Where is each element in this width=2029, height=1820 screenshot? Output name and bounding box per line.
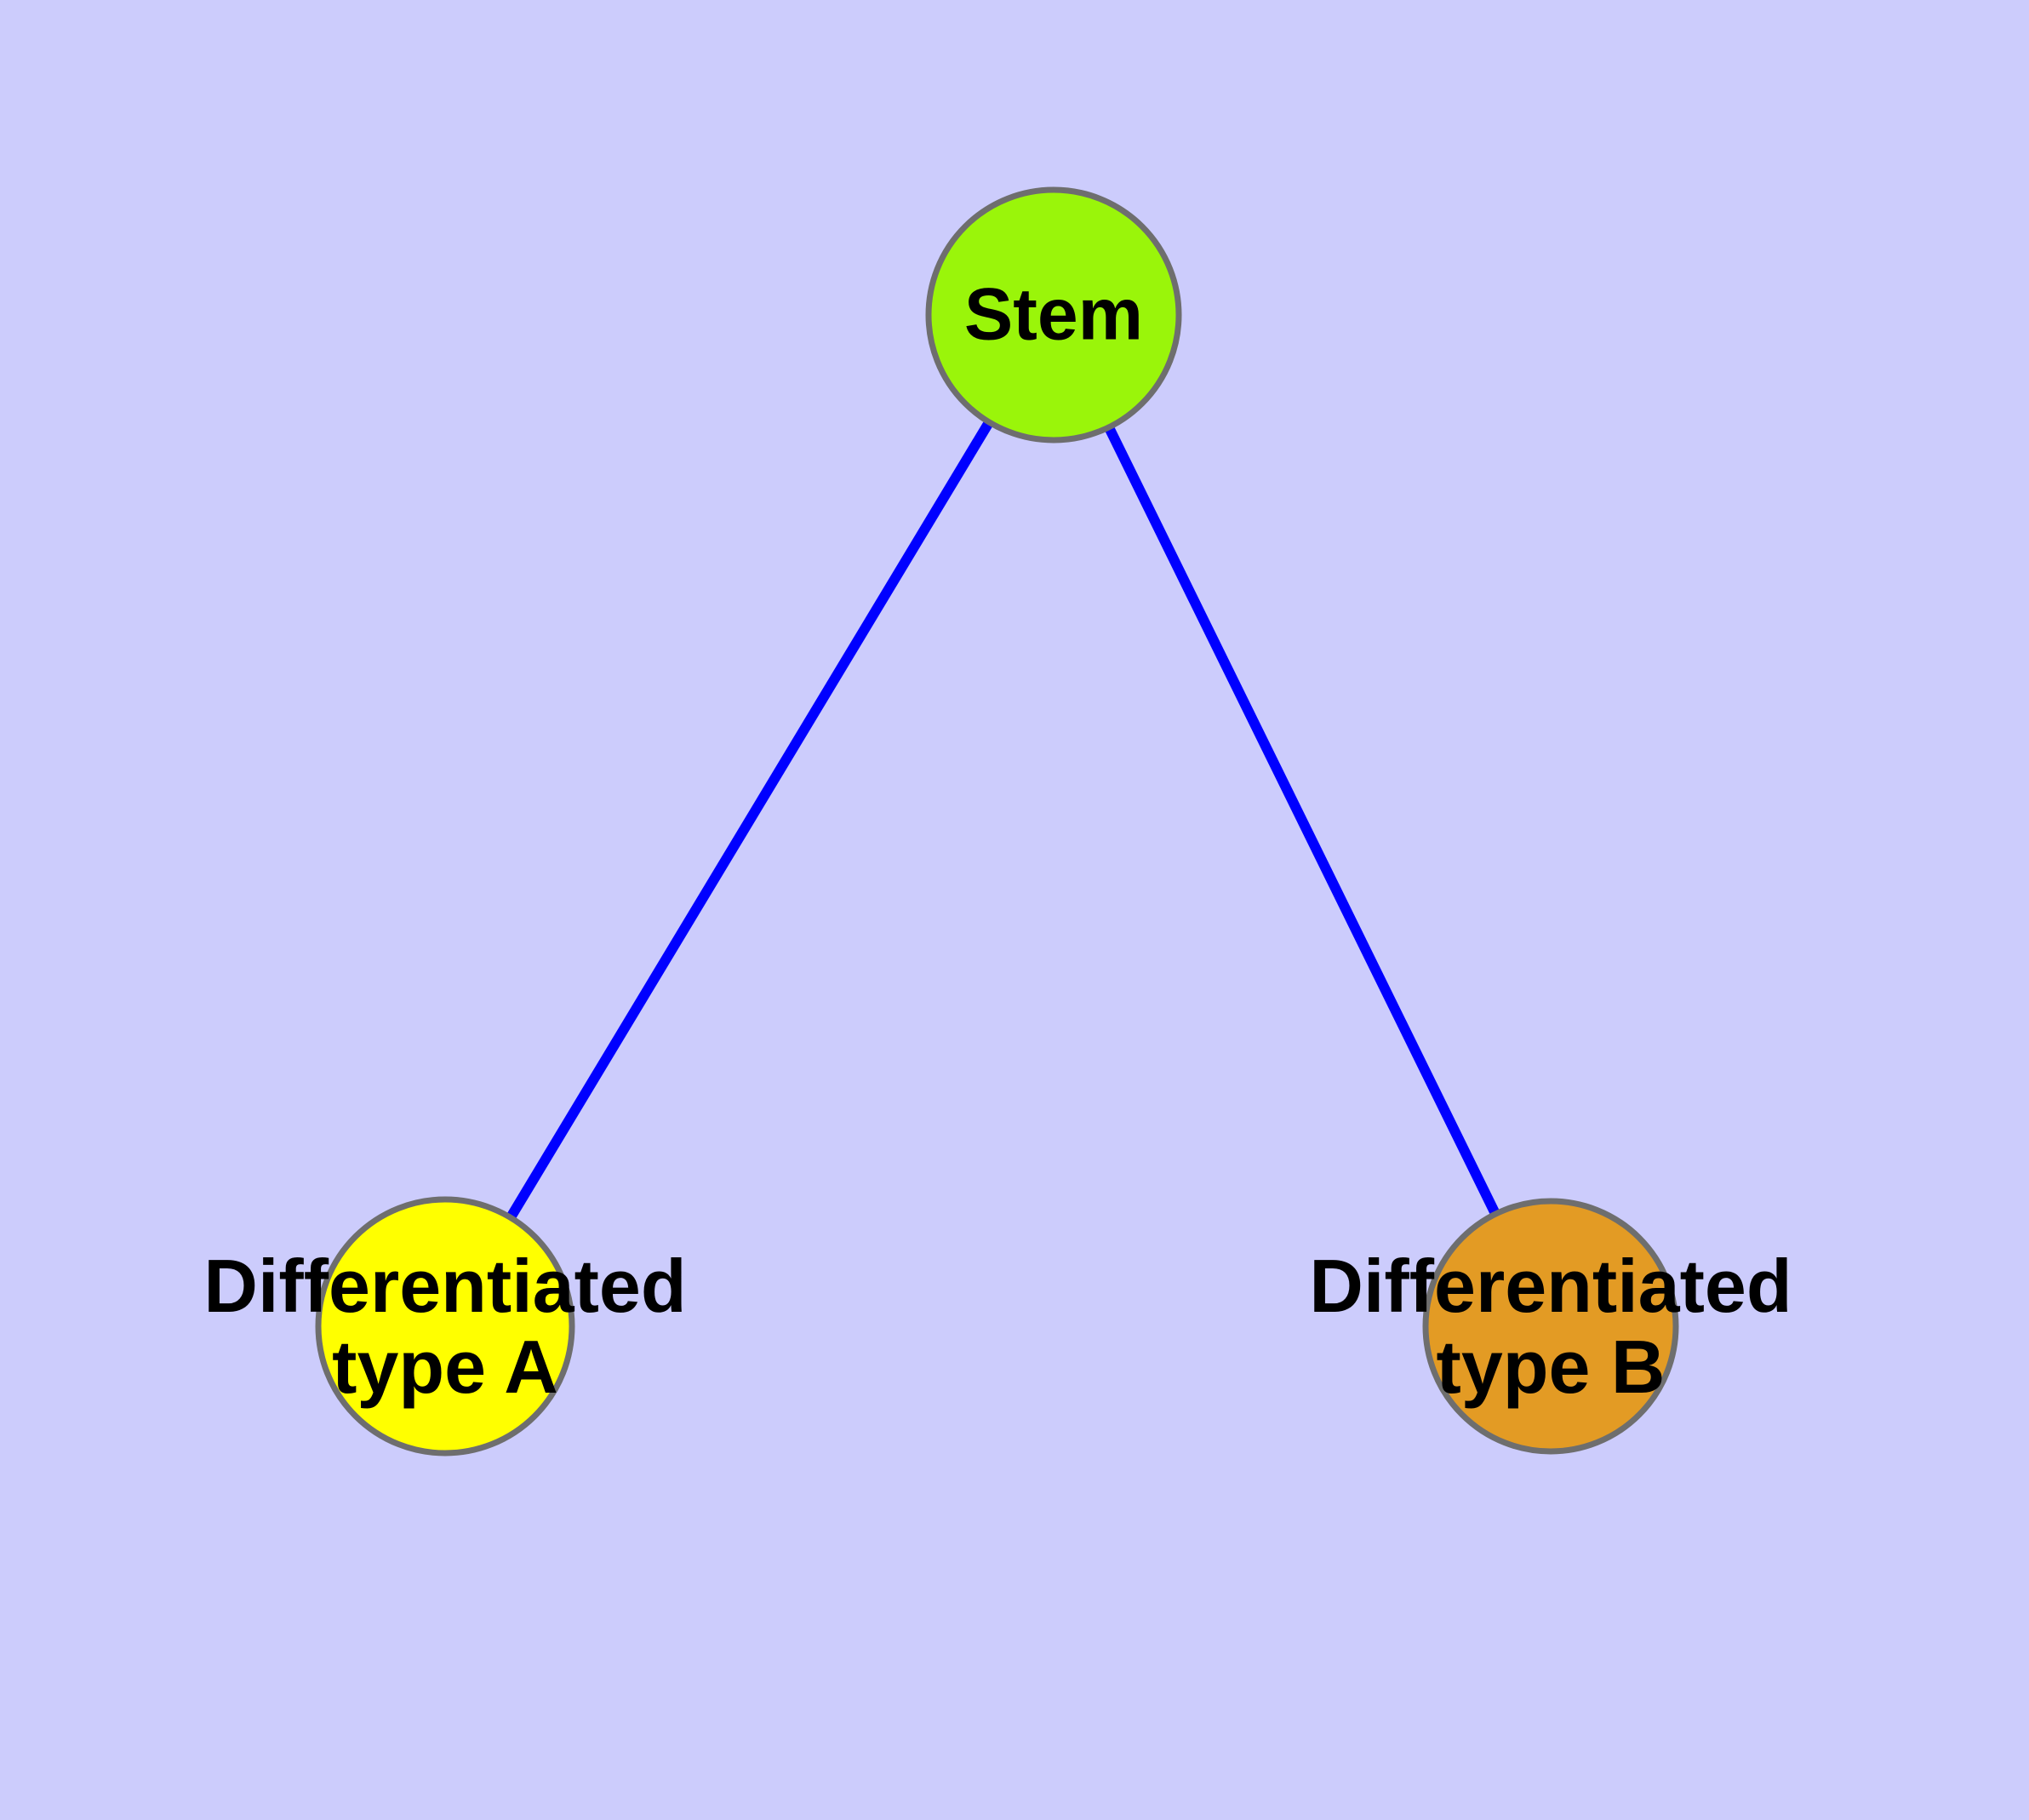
edges-layer	[505, 418, 1501, 1222]
node-diff_b[interactable]	[1422, 1198, 1679, 1455]
nodes-layer	[315, 186, 1679, 1457]
node-diff_a[interactable]	[315, 1196, 575, 1457]
node-stem[interactable]	[925, 186, 1182, 444]
edge-stem-to-diff-a	[505, 418, 995, 1222]
edge-stem-to-diff-b	[1103, 423, 1501, 1218]
